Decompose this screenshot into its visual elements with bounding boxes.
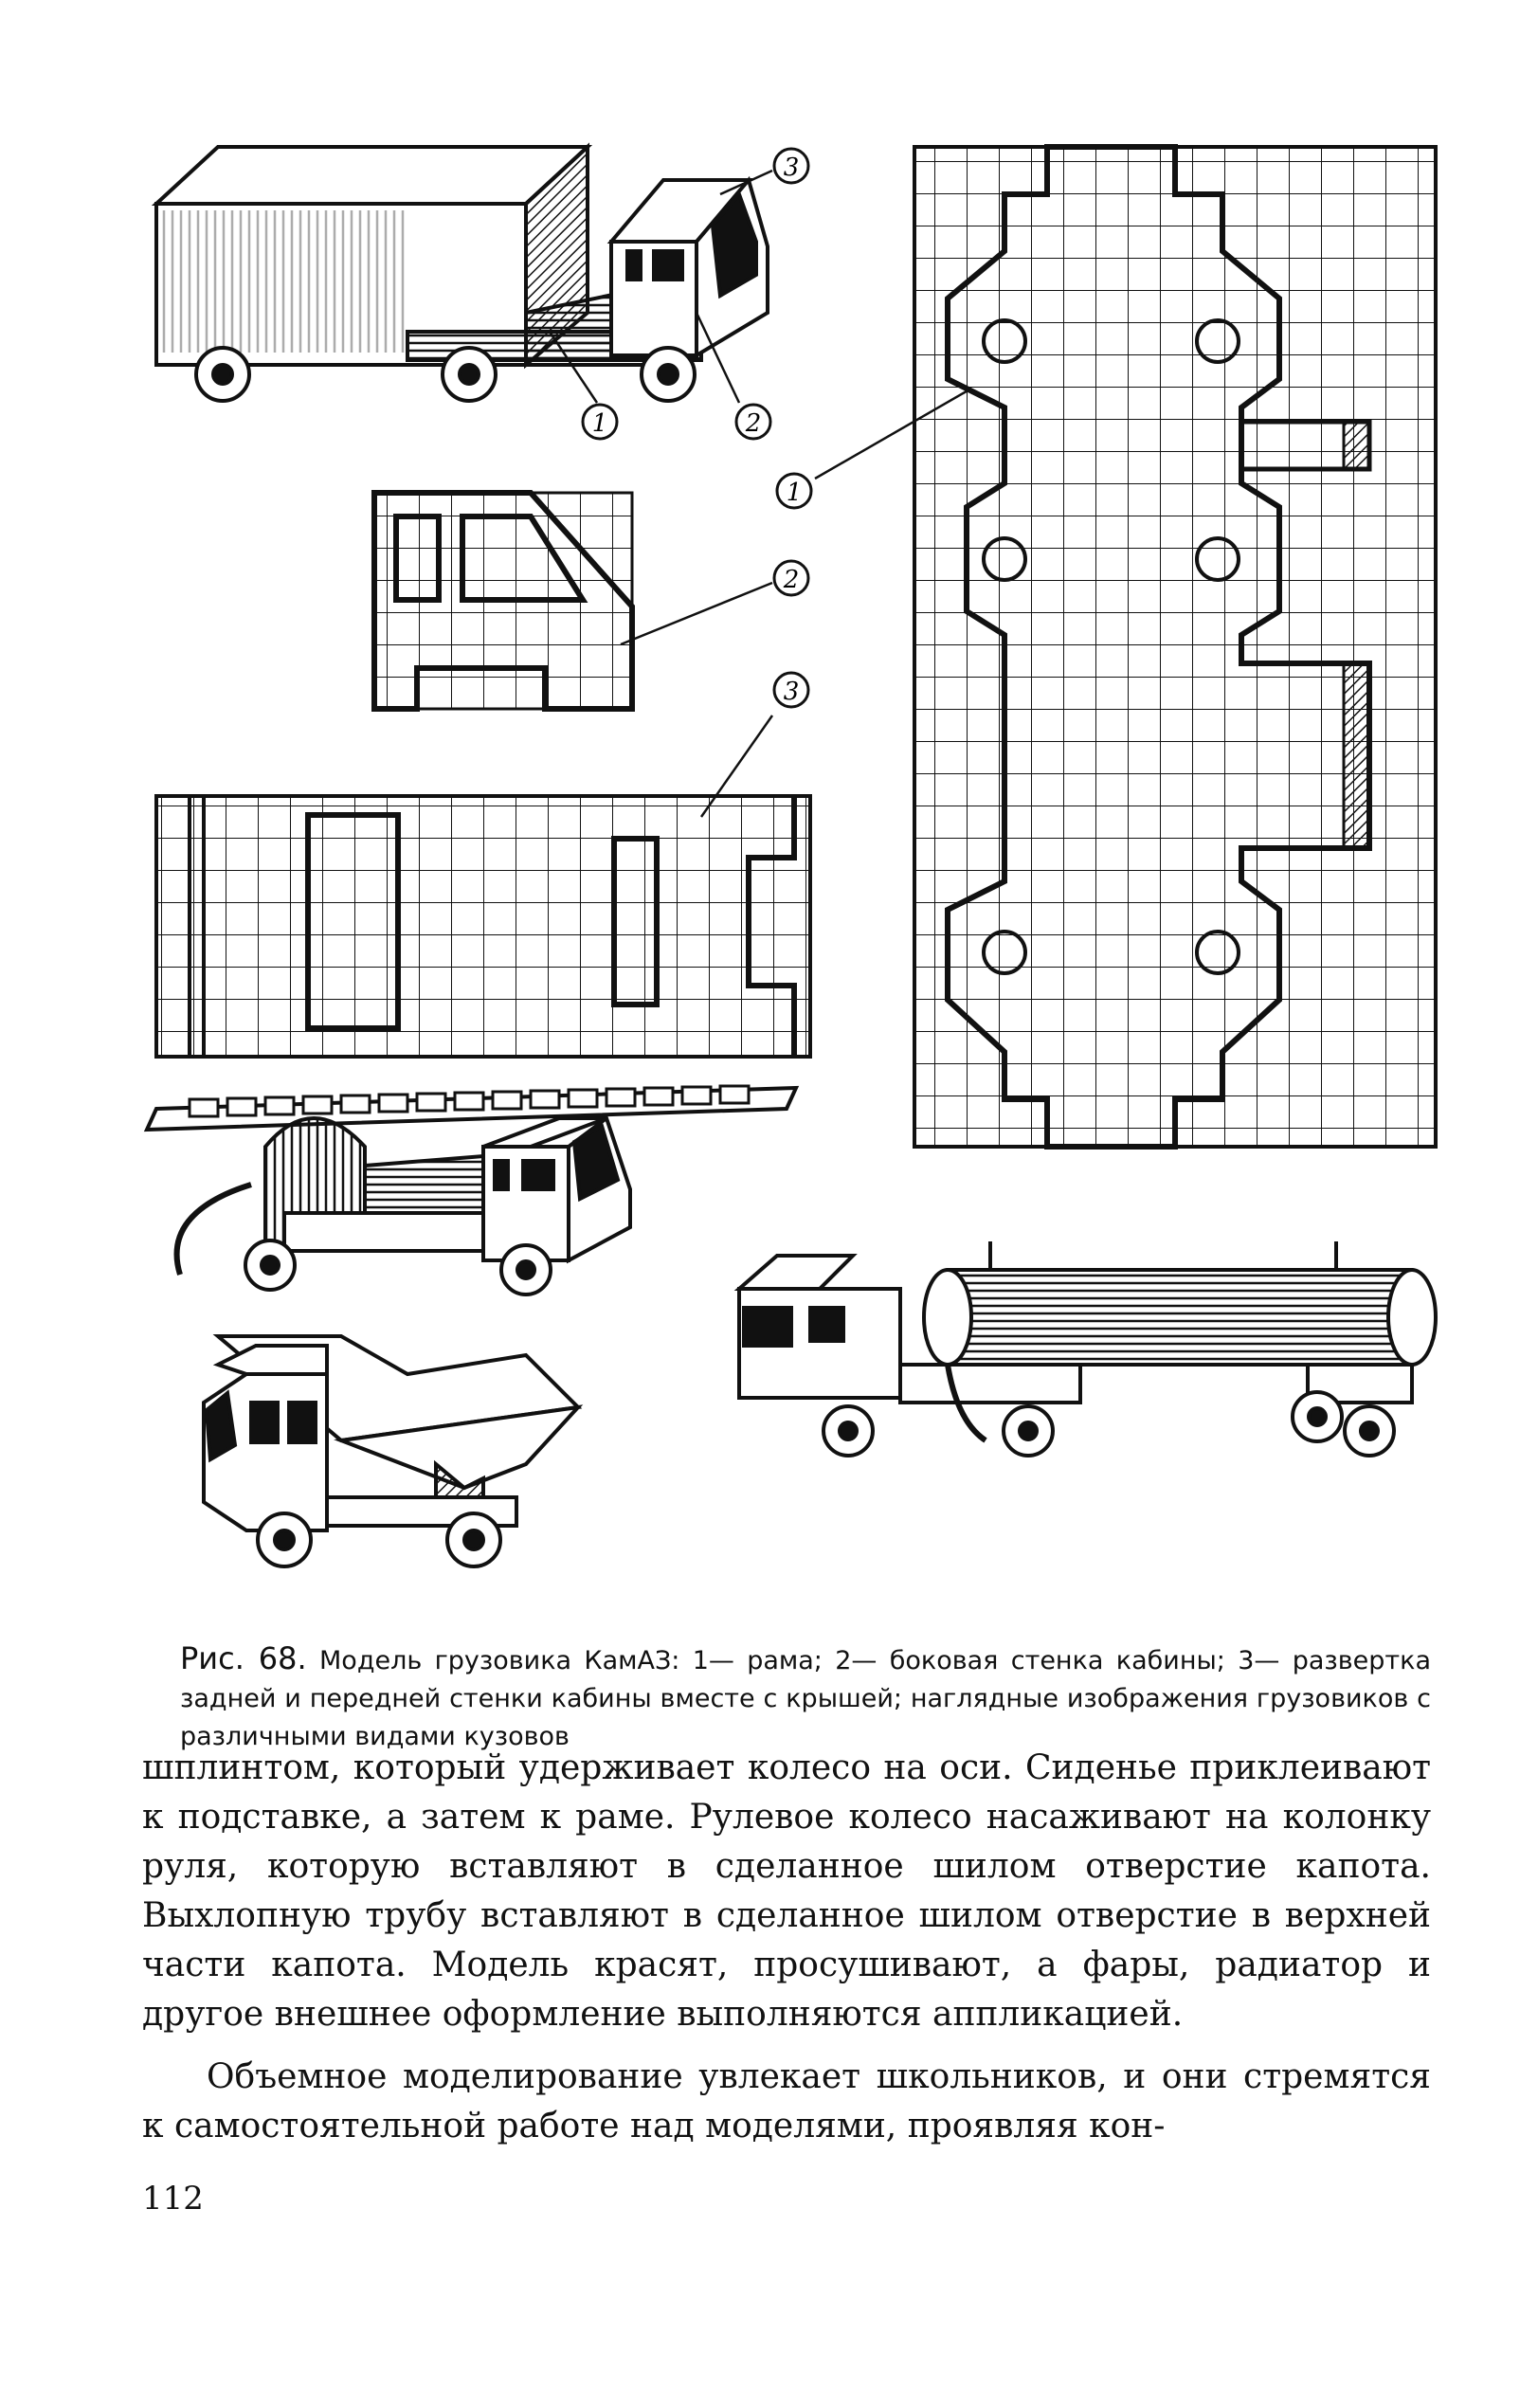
cab-side-wall-grid xyxy=(371,490,773,712)
paragraph-2: Объемное моделирование увлекает школьник… xyxy=(142,2057,1431,2145)
callout-3-top: 3 xyxy=(772,147,810,185)
svg-text:3: 3 xyxy=(784,678,800,706)
svg-text:1: 1 xyxy=(592,409,608,438)
ladder-truck-drawing xyxy=(143,1084,800,1296)
callout-2-top: 2 xyxy=(734,403,772,441)
callout-1-frame: 1 xyxy=(775,472,813,510)
callout-1-top: 1 xyxy=(581,403,619,441)
svg-text:2: 2 xyxy=(783,566,800,594)
page-number: 112 xyxy=(142,2180,204,2218)
box-truck-drawing xyxy=(151,142,773,404)
figure-number: Рис. 68. xyxy=(180,1640,307,1676)
figure-caption-text: Модель грузовика КамАЗ: 1— рама; 2— боко… xyxy=(180,1646,1431,1751)
figure-caption: Рис. 68. Модель грузовика КамАЗ: 1— рама… xyxy=(180,1639,1431,1756)
log-truck-drawing xyxy=(733,1241,1438,1457)
cab-unfold-grid xyxy=(154,715,812,1059)
paragraph-1: шплинтом, который удерживает колесо на о… xyxy=(142,1748,1431,2034)
svg-text:3: 3 xyxy=(784,154,800,182)
svg-text:1: 1 xyxy=(787,479,803,507)
body-text: шплинтом, который удерживает колесо на о… xyxy=(142,1744,1431,2151)
frame-grid xyxy=(814,144,1438,1150)
callout-2-side: 2 xyxy=(772,559,810,597)
dump-truck-drawing xyxy=(202,1334,584,1568)
callout-3-unfold: 3 xyxy=(772,671,810,709)
svg-text:2: 2 xyxy=(745,409,762,438)
figure-68-illustration: 1 2 3 2 3 xyxy=(143,142,1438,1568)
